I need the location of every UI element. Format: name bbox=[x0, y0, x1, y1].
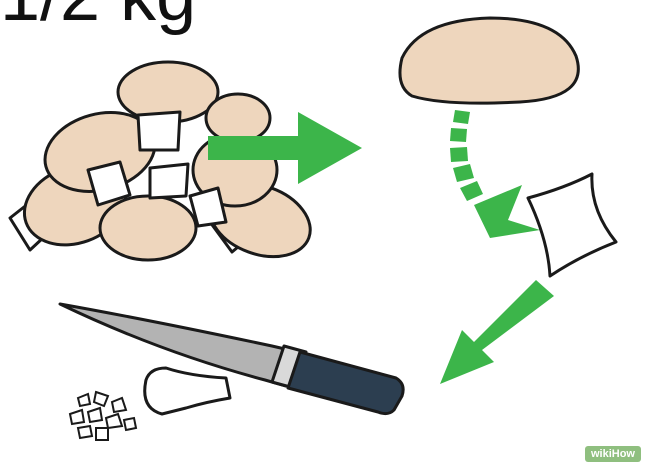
down-left-arrow-icon bbox=[440, 280, 554, 384]
mushroom-stem-icon bbox=[528, 174, 616, 276]
mushroom-cap-icon bbox=[400, 18, 578, 103]
mushroom-pile-icon bbox=[10, 62, 320, 270]
curved-arrow-icon bbox=[450, 110, 540, 238]
stem-under-knife-icon bbox=[145, 368, 230, 414]
watermark-logo: wikiHow bbox=[585, 446, 641, 462]
chopped-stems-icon bbox=[70, 392, 136, 440]
kitchen-knife-icon bbox=[60, 304, 403, 414]
